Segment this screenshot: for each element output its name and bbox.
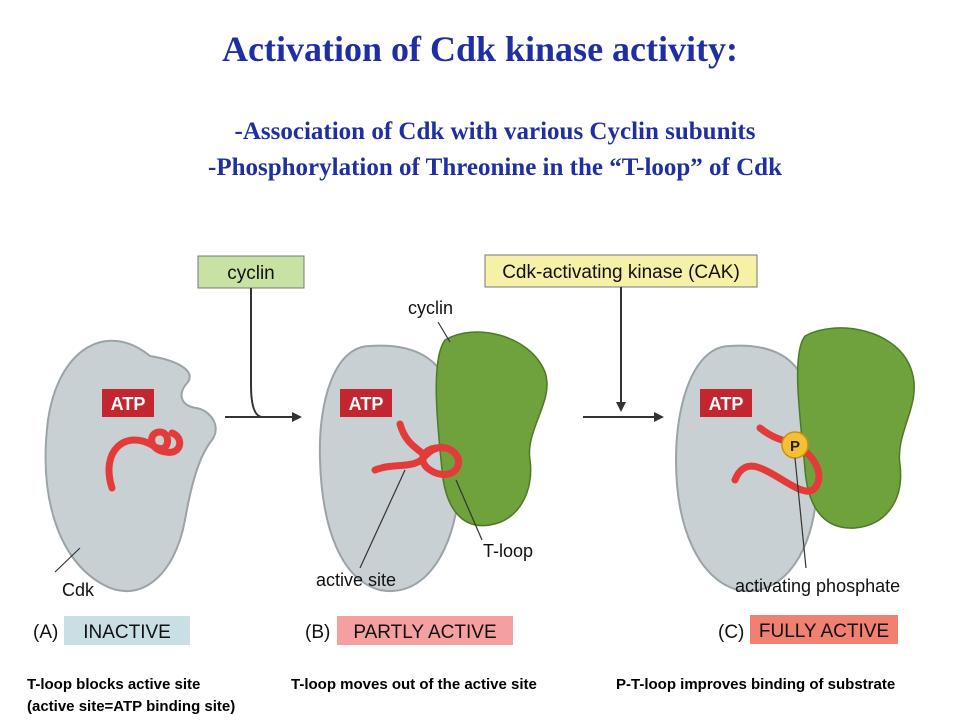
cak-reagent-tag: Cdk-activating kinase (CAK) — [484, 254, 758, 288]
caption-a-line-2: (active site=ATP binding site) — [27, 698, 236, 715]
slide-title: Activation of Cdk kinase activity: — [222, 29, 738, 69]
arrow-b-to-c — [583, 287, 664, 422]
caption-b: T-loop moves out of the active site — [291, 676, 537, 693]
svg-text:FULLY ACTIVE: FULLY ACTIVE — [759, 621, 889, 642]
atp-box-a — [102, 389, 154, 417]
svg-text:(C): (C) — [718, 622, 744, 643]
svg-text:cyclin: cyclin — [227, 263, 275, 284]
svg-text:P: P — [790, 438, 800, 455]
svg-text:(B): (B) — [305, 622, 330, 643]
state-label-b: (B) PARTLY ACTIVE — [305, 616, 513, 645]
activating-phosphate-label: activating phosphate — [735, 576, 900, 596]
svg-text:ATP: ATP — [709, 394, 744, 414]
svg-text:ATP: ATP — [349, 394, 384, 414]
active-site-label: active site — [316, 570, 396, 590]
t-loop-b — [371, 420, 463, 478]
panel-b-cdk-cyclin: ATP cyclin T-loop active site — [316, 298, 548, 593]
svg-text:(A): (A) — [33, 622, 58, 643]
t-loop-a — [105, 428, 184, 492]
cdk-body-a — [44, 339, 217, 593]
atp-box-b — [340, 389, 392, 417]
svg-text:ATP: ATP — [111, 394, 146, 414]
subtitle-line-2: -Phosphorylation of Threonine in the “T-… — [208, 154, 782, 181]
svg-text:PARTLY ACTIVE: PARTLY ACTIVE — [353, 622, 496, 643]
cyclin-reagent-tag: cyclin — [197, 255, 305, 289]
atp-box-c — [700, 389, 752, 417]
cyclin-body-b — [435, 331, 548, 527]
caption-a-line-1: T-loop blocks active site — [27, 676, 201, 693]
cyclin-body-c — [796, 327, 915, 529]
svg-text:Cdk-activating kinase (CAK): Cdk-activating kinase (CAK) — [502, 262, 740, 283]
state-label-a: (A) INACTIVE — [33, 616, 190, 645]
caption-c: P-T-loop improves binding of substrate — [616, 676, 896, 693]
panel-a-cdk-inactive: ATP Cdk — [44, 339, 217, 600]
state-label-c: (C) FULLY ACTIVE — [718, 615, 898, 644]
subtitle-line-1: -Association of Cdk with various Cyclin … — [234, 118, 756, 145]
panel-c-cdk-phosphorylated: ATP P activating phosphate — [674, 327, 915, 596]
svg-text:INACTIVE: INACTIVE — [83, 622, 171, 643]
cyclin-label: cyclin — [408, 298, 453, 318]
cdk-label: Cdk — [62, 580, 95, 600]
arrow-a-to-b — [225, 288, 302, 422]
t-loop-label: T-loop — [483, 541, 533, 561]
